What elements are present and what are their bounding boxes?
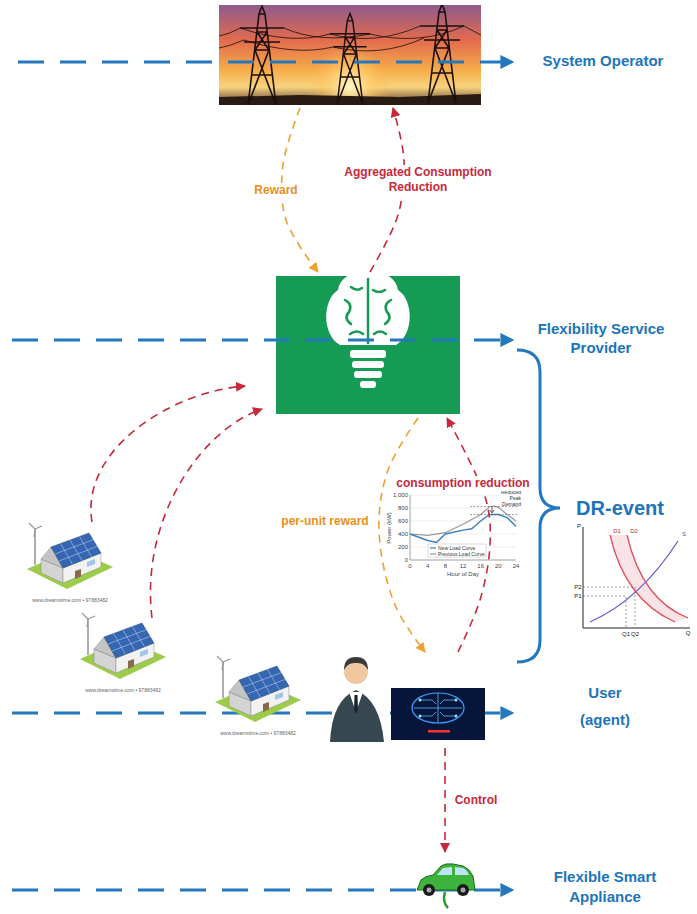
axis-tick: 400 [398, 530, 408, 538]
house-icon [27, 523, 113, 589]
chart-annotation: Reduced Peak Demand [491, 489, 521, 507]
lane-label: System Operator [503, 52, 697, 70]
event-label: DR-event [576, 496, 664, 520]
house-arrow [150, 409, 262, 618]
axis-tick: 4 [426, 562, 429, 570]
flow-arrow [447, 418, 490, 652]
axis-label: Q2 [631, 630, 639, 638]
legend-entry: Previous Load Curve [438, 551, 485, 557]
electric-car-icon [417, 864, 475, 908]
businessman-icon [330, 657, 384, 742]
curve-label: S [682, 530, 686, 538]
lane-line [18, 61, 513, 64]
edge-label: Aggregated Consumption Reduction [331, 165, 505, 195]
lane-line [12, 339, 513, 342]
axis-title: Power (kW) [385, 512, 393, 543]
axis-label: P1 [574, 592, 581, 600]
axis-tick: 16 [477, 562, 484, 570]
house-icon [215, 656, 301, 722]
axis-label: Q1 [622, 630, 630, 638]
edge-label: consumption reduction [394, 476, 531, 491]
watermark: www.dreamstime.com • 97883482 [32, 597, 108, 603]
axis-tick: 24 [513, 562, 520, 570]
lane-band: User (agent) [0, 652, 697, 748]
legend-entry: New Load Curve [438, 545, 475, 551]
lane-label: Flexibility Service Provider [529, 319, 674, 357]
flow-arrow [379, 418, 425, 652]
axis-tick: 200 [398, 543, 408, 551]
lane-label: Flexible Smart Appliance [543, 867, 668, 907]
edge-label: Reward [252, 183, 299, 198]
axis-tick: 8 [444, 562, 447, 570]
watermark: www.dreamstime.com • 97883482 [85, 687, 161, 693]
load-curve-chart [410, 495, 518, 560]
house-arrow [91, 386, 245, 522]
axis-tick: 1,000 [393, 491, 408, 499]
power-lines-photo [219, 5, 481, 105]
axis-title: Hour of Day [447, 570, 479, 578]
axis-tick: 600 [398, 517, 408, 525]
axis-tick: 20 [495, 562, 502, 570]
curve-label: D2 [630, 527, 638, 535]
curve-label: D1 [613, 527, 621, 535]
ai-agent-box [391, 688, 485, 740]
lane-band: Flexibility Service Provider [0, 272, 697, 418]
watermark: www.dreamstime.com • 97883482 [220, 730, 296, 736]
lane-band: System Operator [0, 6, 697, 108]
supply-demand-chart [583, 527, 690, 628]
axis-label: Q [686, 629, 691, 637]
axis-tick: 0 [408, 562, 411, 570]
axis-label: P2 [574, 583, 581, 591]
axis-tick: 12 [460, 562, 467, 570]
edge-label: per-unit reward [279, 514, 370, 529]
axis-label: P [577, 522, 581, 530]
lane-label: User (agent) [570, 679, 640, 733]
brain-bulb-icon [276, 272, 460, 414]
axis-tick: 0 [405, 556, 408, 564]
house-icon [80, 613, 166, 679]
axis-tick: 800 [398, 504, 408, 512]
curly-brace [517, 350, 560, 662]
edge-label: Control [453, 793, 500, 808]
flow-arrow [444, 748, 446, 852]
lane-band: Flexible Smart Appliance [0, 852, 697, 912]
